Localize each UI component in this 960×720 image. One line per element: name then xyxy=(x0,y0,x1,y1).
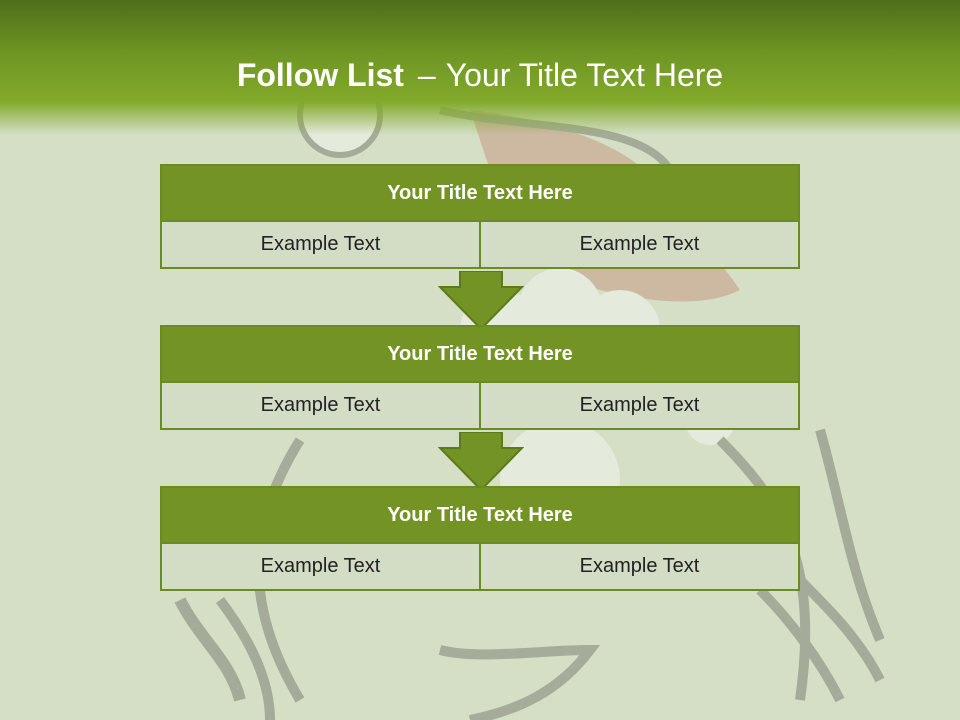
title-bar xyxy=(0,0,960,135)
block-title: Your Title Text Here xyxy=(162,488,798,544)
block-title: Your Title Text Here xyxy=(162,166,798,222)
slide-title-dash: – xyxy=(417,57,436,93)
block-cell-right: Example Text xyxy=(479,222,798,267)
list-block-3: Your Title Text Here Example Text Exampl… xyxy=(160,486,800,591)
block-title: Your Title Text Here xyxy=(162,327,798,383)
list-block-2: Your Title Text Here Example Text Exampl… xyxy=(160,325,800,430)
list-block-1: Your Title Text Here Example Text Exampl… xyxy=(160,164,800,269)
block-row: Example Text Example Text xyxy=(162,544,798,589)
slide-title: Follow List–Your Title Text Here xyxy=(0,55,960,95)
block-cell-left: Example Text xyxy=(162,222,479,267)
block-cell-right: Example Text xyxy=(479,544,798,589)
block-cell-left: Example Text xyxy=(162,383,479,428)
slide-title-rest: Your Title Text Here xyxy=(445,57,724,93)
down-arrow-icon xyxy=(438,271,524,331)
block-cell-left: Example Text xyxy=(162,544,479,589)
down-arrow-icon xyxy=(438,432,524,492)
block-cell-right: Example Text xyxy=(479,383,798,428)
slide-title-bold: Follow List xyxy=(236,57,404,93)
block-row: Example Text Example Text xyxy=(162,222,798,267)
block-row: Example Text Example Text xyxy=(162,383,798,428)
